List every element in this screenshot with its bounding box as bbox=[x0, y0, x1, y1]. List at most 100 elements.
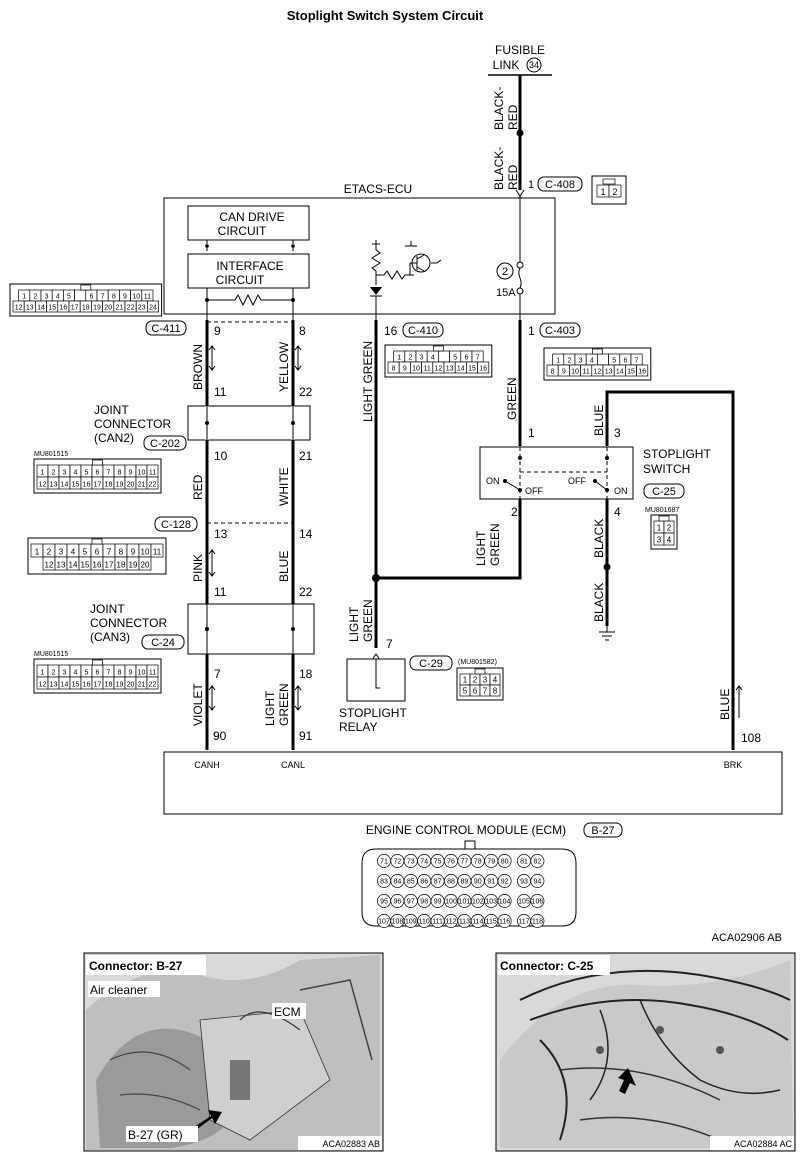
stoplight-switch-label-2: SWITCH bbox=[643, 462, 690, 476]
wire-label-light-green-switch-2: GREEN bbox=[488, 523, 502, 566]
wire-label-black-1: BLACK bbox=[592, 519, 606, 558]
connector-pin: 3 bbox=[45, 294, 49, 301]
connector-pin: 3 bbox=[63, 470, 67, 477]
connector-pin: 10 bbox=[138, 670, 146, 677]
photo-left-code: ACA02883 AB bbox=[322, 1139, 380, 1149]
connector-pin: 22 bbox=[127, 305, 135, 312]
ecm-pin: 100 bbox=[445, 898, 457, 905]
connector-pin: 11 bbox=[424, 366, 431, 373]
connector-pin: 20 bbox=[141, 561, 150, 570]
wire-label-green: GREEN bbox=[505, 377, 519, 420]
connector-pin: 10 bbox=[138, 470, 146, 477]
pin-7-a: 7 bbox=[214, 667, 221, 681]
photo-connector-b27: Connector: B-27 Air cleaner ECM B-27 (GR… bbox=[83, 952, 384, 1152]
connector-pin: 6 bbox=[89, 294, 93, 301]
connector-pin: 9 bbox=[129, 470, 133, 477]
connector-pin: 12 bbox=[39, 482, 47, 489]
ecm-box bbox=[163, 751, 783, 815]
wire-label-blue-switch: BLUE bbox=[592, 405, 606, 436]
connector-c24-label: C-24 bbox=[151, 637, 175, 649]
connector-pin: 8 bbox=[118, 470, 122, 477]
ecm-pin: 90 bbox=[474, 878, 482, 885]
connector-pin: 17 bbox=[71, 305, 79, 312]
connector-pin: 16 bbox=[479, 366, 487, 373]
pin-9: 9 bbox=[214, 324, 221, 338]
connector-pin: 14 bbox=[37, 305, 45, 312]
connector-pin: 7 bbox=[476, 355, 480, 362]
ecm-pin: 84 bbox=[394, 878, 402, 885]
joint-can2-label: JOINT bbox=[94, 403, 129, 417]
connector-pin: 5 bbox=[612, 358, 616, 365]
connector-pin: 2 bbox=[52, 670, 56, 677]
connector-pin: 18 bbox=[105, 682, 113, 689]
ground-symbol bbox=[599, 626, 615, 641]
ecm-pin: 109 bbox=[405, 918, 417, 925]
connector-pin: 13 bbox=[50, 682, 58, 689]
connector-pin: 1 bbox=[35, 548, 40, 557]
connector-pin: 3 bbox=[657, 536, 662, 545]
ecm-pin: 99 bbox=[434, 898, 442, 905]
etacs-title: ETACS-ECU bbox=[344, 182, 412, 196]
connector-pin: 7 bbox=[483, 687, 488, 696]
connector-pin: 14 bbox=[616, 369, 624, 376]
connector-pin: 10 bbox=[132, 294, 140, 301]
switch-on-left: ON bbox=[486, 476, 500, 486]
connector-pin: 12 bbox=[594, 369, 602, 376]
pin-18: 18 bbox=[299, 667, 313, 681]
connector-pin: 11 bbox=[144, 294, 151, 301]
connector-pin: 3 bbox=[579, 358, 583, 365]
connector-c202-label: C-202 bbox=[150, 438, 180, 450]
connector-pin: 20 bbox=[127, 682, 135, 689]
wire-label-light-green-relay-2: GREEN bbox=[361, 599, 375, 642]
connector-pin: 1 bbox=[556, 358, 560, 365]
wire-label-light-green-canl: LIGHT bbox=[263, 690, 277, 726]
ecm-pin: 97 bbox=[407, 898, 415, 905]
wire-label-blue-ecm: BLUE bbox=[718, 689, 732, 720]
connector-pin: 5 bbox=[85, 470, 89, 477]
connector-pin: 13 bbox=[446, 366, 454, 373]
ecm-brk-label: BRK bbox=[724, 760, 743, 770]
connector-pin: 24 bbox=[149, 305, 157, 312]
pin-22-a: 22 bbox=[299, 385, 313, 399]
connector-pin: 2 bbox=[47, 548, 52, 557]
ecm-canh-label: CANH bbox=[194, 760, 220, 770]
connector-pin: 4 bbox=[667, 536, 672, 545]
photo-left-callout: B-27 (GR) bbox=[128, 1128, 183, 1142]
blue-brk-wire bbox=[605, 390, 735, 750]
wire-label-light-green-switch: LIGHT bbox=[474, 530, 488, 566]
pin-1-c403: 1 bbox=[528, 324, 535, 338]
connector-pin: 16 bbox=[638, 369, 646, 376]
connector-pin: 13 bbox=[57, 561, 66, 570]
can-drive-circuit-box bbox=[187, 205, 310, 241]
interface-circuit-box bbox=[187, 253, 310, 289]
stoplight-relay-label: STOPLIGHT bbox=[339, 706, 407, 720]
ecm-pin: 74 bbox=[420, 858, 428, 865]
connector-pin: 14 bbox=[69, 561, 78, 570]
joint-can3-label-2: CONNECTOR bbox=[90, 616, 167, 630]
ecm-pin: 78 bbox=[474, 858, 482, 865]
connector-pin: 7 bbox=[107, 670, 111, 677]
light-green-switch-wire bbox=[376, 499, 522, 580]
wire-label-pink: PINK bbox=[191, 554, 205, 582]
connector-pin: 22 bbox=[149, 482, 157, 489]
wire-label-blue-can: BLUE bbox=[277, 551, 291, 582]
connector-pin: 17 bbox=[105, 561, 114, 570]
ecm-pin: 94 bbox=[534, 878, 542, 885]
connector-pin: 18 bbox=[105, 482, 113, 489]
connector-pin: 10 bbox=[412, 366, 420, 373]
connector-pin: 18 bbox=[82, 305, 90, 312]
wire-label-yellow: YELLOW bbox=[277, 341, 291, 392]
connector-pin: 7 bbox=[101, 294, 105, 301]
ecm-pin: 72 bbox=[394, 858, 402, 865]
switch-pin-3: 3 bbox=[614, 426, 621, 440]
connector-pin: 1 bbox=[657, 524, 662, 533]
connector-pin: 20 bbox=[104, 305, 112, 312]
connector-c408-face: 1 2 bbox=[591, 175, 627, 205]
connector-pin: 5 bbox=[85, 670, 89, 677]
connector-pin: 2 bbox=[667, 524, 672, 533]
connector-pin: 7 bbox=[107, 548, 112, 557]
wire-label-black-red-bottom-2: RED bbox=[506, 164, 520, 190]
connector-pin: 13 bbox=[26, 305, 34, 312]
